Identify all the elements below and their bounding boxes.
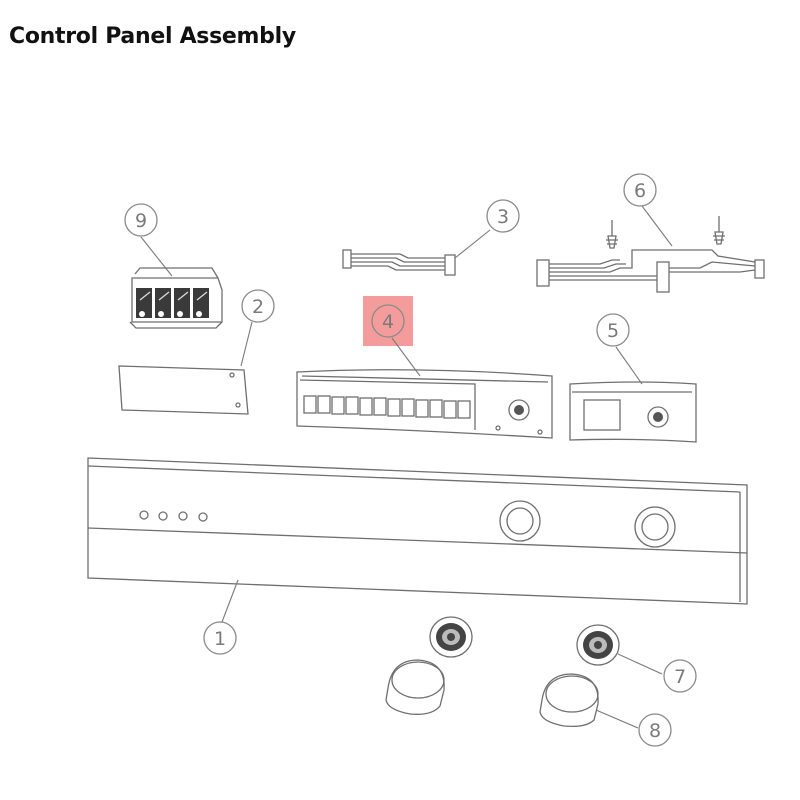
callout-2-label: 2 bbox=[252, 296, 264, 318]
part-9-switch-block[interactable] bbox=[129, 267, 223, 329]
callout-4-label: 4 bbox=[382, 311, 394, 333]
part-6-wire-harness[interactable] bbox=[536, 216, 765, 293]
callout-4[interactable]: 4 bbox=[371, 304, 405, 338]
callout-7[interactable]: 7 bbox=[663, 659, 697, 693]
callout-4-highlight bbox=[363, 296, 413, 346]
callout-9-label: 9 bbox=[135, 210, 147, 232]
callout-2[interactable]: 2 bbox=[241, 289, 275, 323]
leader-lines bbox=[140, 205, 673, 729]
part-5-encoder-board[interactable] bbox=[569, 381, 697, 443]
callout-8-label: 8 bbox=[649, 720, 661, 742]
callout-9[interactable]: 9 bbox=[124, 203, 158, 237]
part-3-wire-harness[interactable] bbox=[342, 249, 456, 276]
callout-1-label: 1 bbox=[214, 628, 226, 650]
page-title: Control Panel Assembly bbox=[9, 24, 296, 49]
part-7-knob-base-left[interactable] bbox=[429, 616, 473, 658]
callout-6[interactable]: 6 bbox=[623, 173, 657, 207]
callout-3-label: 3 bbox=[497, 206, 509, 228]
callout-7-label: 7 bbox=[674, 666, 686, 688]
callout-5[interactable]: 5 bbox=[596, 313, 630, 347]
part-2-circuit-board[interactable] bbox=[118, 365, 249, 415]
callout-1[interactable]: 1 bbox=[203, 621, 237, 655]
part-8-knob-left[interactable] bbox=[385, 659, 445, 715]
callout-8[interactable]: 8 bbox=[638, 713, 672, 747]
part-8-knob-right[interactable] bbox=[539, 673, 599, 728]
callout-3[interactable]: 3 bbox=[486, 199, 520, 233]
part-7-knob-base-right[interactable] bbox=[576, 624, 620, 666]
callout-6-label: 6 bbox=[634, 180, 646, 202]
part-4-touch-control-board[interactable] bbox=[296, 369, 553, 439]
part-1-control-panel[interactable] bbox=[87, 457, 748, 605]
callout-5-label: 5 bbox=[607, 320, 619, 342]
